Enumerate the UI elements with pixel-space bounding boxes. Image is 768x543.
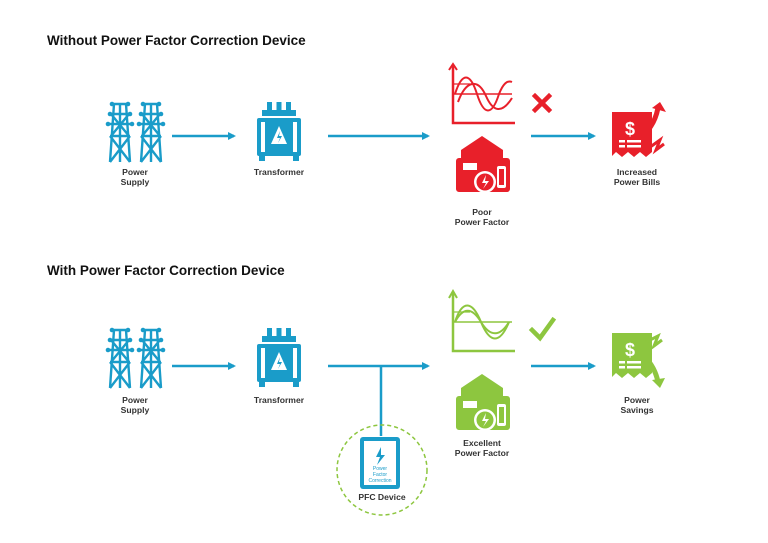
pfc-inner-line2: Factor [373, 472, 388, 478]
without-power-supply-icon [104, 100, 167, 164]
pfc-inner-line1: Power [373, 466, 388, 472]
without-house-meter-icon [456, 136, 510, 193]
without-status-cross-icon [531, 92, 553, 114]
without-section-title: Without Power Factor Correction Device [47, 33, 306, 48]
without-transformer-icon [257, 102, 301, 161]
with-transformer-icon [257, 328, 301, 387]
pfc-device-label: PFC Device [358, 492, 406, 502]
pfc-inner-line3: Correction [368, 478, 391, 484]
with-house-meter-icon [456, 374, 510, 431]
without-waveform-icon [448, 62, 515, 125]
with-status-check-icon [528, 316, 557, 342]
pfc-device-icon: Power Factor Correction [336, 424, 428, 516]
with-waveform-icon [448, 288, 515, 353]
without-bill-increase-icon: $ [612, 102, 666, 157]
pfc-bolt-icon [376, 447, 385, 465]
pfc-dashed-circle [336, 424, 428, 516]
svg-text:$: $ [625, 119, 635, 139]
with-section-title: With Power Factor Correction Device [47, 263, 285, 278]
svg-text:$: $ [625, 340, 635, 360]
with-transformer-label: Transformer [253, 395, 305, 405]
without-transformer-label: Transformer [253, 167, 305, 177]
with-savings-icon: $ [612, 332, 665, 388]
with-power-supply-icon [104, 326, 167, 390]
